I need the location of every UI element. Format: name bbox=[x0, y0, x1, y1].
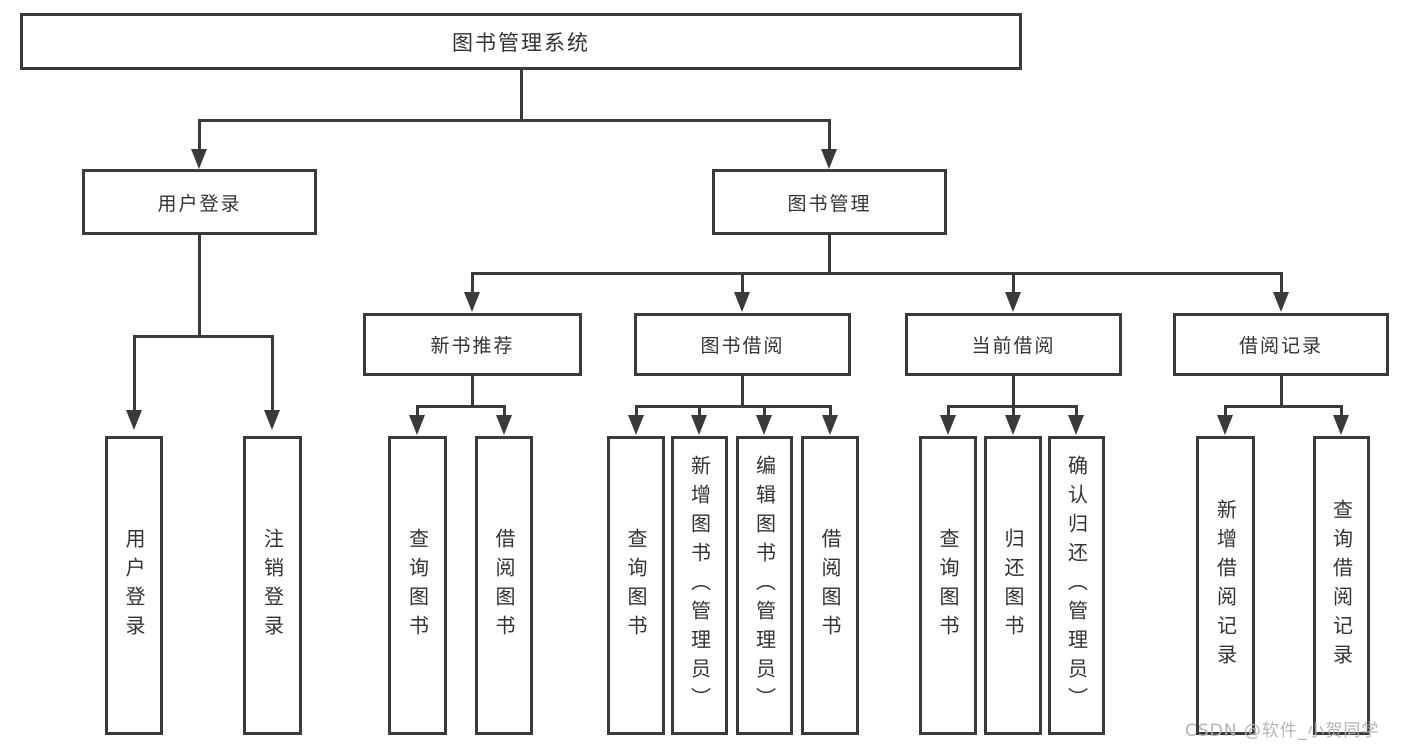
csdn-watermark: CSDN @软件_小贺同学 bbox=[1185, 721, 1380, 741]
leaf-return-books: 归还图书 bbox=[984, 436, 1042, 735]
arrow-down-icon bbox=[734, 292, 750, 312]
arrow-down-icon bbox=[821, 149, 837, 169]
connector-line bbox=[698, 405, 701, 417]
arrow-down-icon bbox=[756, 415, 772, 435]
leaf-query-books: 查询图书 bbox=[388, 436, 447, 735]
arrow-down-icon bbox=[940, 415, 956, 435]
arrow-down-icon bbox=[191, 149, 207, 169]
node-book-borrow: 图书借阅 bbox=[634, 313, 851, 376]
leaf-query-borrow-record: 查询借阅记录 bbox=[1313, 436, 1370, 735]
connector-line bbox=[1012, 376, 1015, 405]
connector-line bbox=[133, 335, 274, 338]
connector-line bbox=[271, 335, 274, 411]
connector-line bbox=[133, 335, 136, 411]
connector-line bbox=[947, 405, 950, 417]
connector-line bbox=[763, 405, 766, 417]
leaf-confirm-return-admin: 确认归还（管理员） bbox=[1048, 436, 1105, 735]
leaf-query-books: 查询图书 bbox=[607, 436, 665, 735]
arrow-down-icon bbox=[496, 415, 512, 435]
arrow-down-icon bbox=[1273, 292, 1289, 312]
connector-line bbox=[1075, 405, 1078, 417]
connector-line bbox=[1340, 405, 1343, 417]
arrow-down-icon bbox=[1068, 415, 1084, 435]
node-library-management-system: 图书管理系统 bbox=[20, 13, 1022, 70]
leaf-borrow-books: 借阅图书 bbox=[801, 436, 859, 735]
connector-line bbox=[1280, 272, 1283, 293]
connector-line bbox=[471, 272, 474, 293]
connector-line bbox=[828, 119, 831, 151]
arrow-down-icon bbox=[264, 410, 280, 430]
leaf-user-login: 用户登录 bbox=[105, 436, 163, 735]
arrow-down-icon bbox=[409, 415, 425, 435]
connector-line bbox=[1280, 376, 1283, 405]
node-label: 图书管理系统 bbox=[452, 30, 590, 55]
arrow-down-icon bbox=[691, 415, 707, 435]
leaf-query-books: 查询图书 bbox=[919, 436, 977, 735]
connector-line bbox=[828, 235, 831, 272]
connector-line bbox=[503, 405, 506, 417]
connector-line bbox=[1224, 405, 1343, 408]
arrow-down-icon bbox=[628, 415, 644, 435]
connector-line bbox=[416, 405, 419, 417]
connector-line bbox=[829, 405, 832, 417]
connector-line bbox=[520, 69, 523, 119]
connector-line bbox=[1012, 405, 1015, 417]
connector-line bbox=[635, 405, 832, 408]
node-label: 图书管理 bbox=[787, 192, 872, 215]
connector-line bbox=[635, 405, 638, 417]
arrow-down-icon bbox=[464, 292, 480, 312]
leaf-logout: 注销登录 bbox=[243, 436, 302, 735]
connector-line bbox=[471, 272, 1283, 275]
connector-line bbox=[1224, 405, 1227, 417]
leaf-borrow-books: 借阅图书 bbox=[475, 436, 533, 735]
arrow-down-icon bbox=[1005, 292, 1021, 312]
node-label: 用户登录 bbox=[157, 192, 242, 215]
node-label: 当前借阅 bbox=[971, 335, 1056, 357]
connector-line bbox=[198, 119, 201, 151]
node-borrow-records: 借阅记录 bbox=[1173, 313, 1389, 376]
node-label: 新书推荐 bbox=[430, 335, 515, 357]
leaf-add-borrow-record: 新增借阅记录 bbox=[1196, 436, 1255, 735]
connector-line bbox=[198, 235, 201, 335]
node-current-borrow: 当前借阅 bbox=[905, 313, 1122, 376]
connector-line bbox=[741, 376, 744, 405]
leaf-add-books-admin: 新增图书（管理员） bbox=[671, 436, 728, 735]
arrow-down-icon bbox=[1333, 415, 1349, 435]
arrow-down-icon bbox=[1005, 415, 1021, 435]
connector-line bbox=[471, 376, 474, 405]
connector-line bbox=[198, 119, 831, 122]
arrow-down-icon bbox=[1217, 415, 1233, 435]
connector-line bbox=[416, 405, 506, 408]
node-label: 图书借阅 bbox=[700, 335, 785, 357]
node-user-login: 用户登录 bbox=[82, 169, 317, 235]
arrow-down-icon bbox=[126, 410, 142, 430]
leaf-edit-books-admin: 编辑图书（管理员） bbox=[736, 436, 793, 735]
arrow-down-icon bbox=[822, 415, 838, 435]
connector-line bbox=[741, 272, 744, 293]
node-new-book-recommend: 新书推荐 bbox=[363, 313, 582, 376]
node-book-management: 图书管理 bbox=[712, 169, 947, 235]
node-label: 借阅记录 bbox=[1238, 335, 1323, 357]
connector-line bbox=[1012, 272, 1015, 293]
